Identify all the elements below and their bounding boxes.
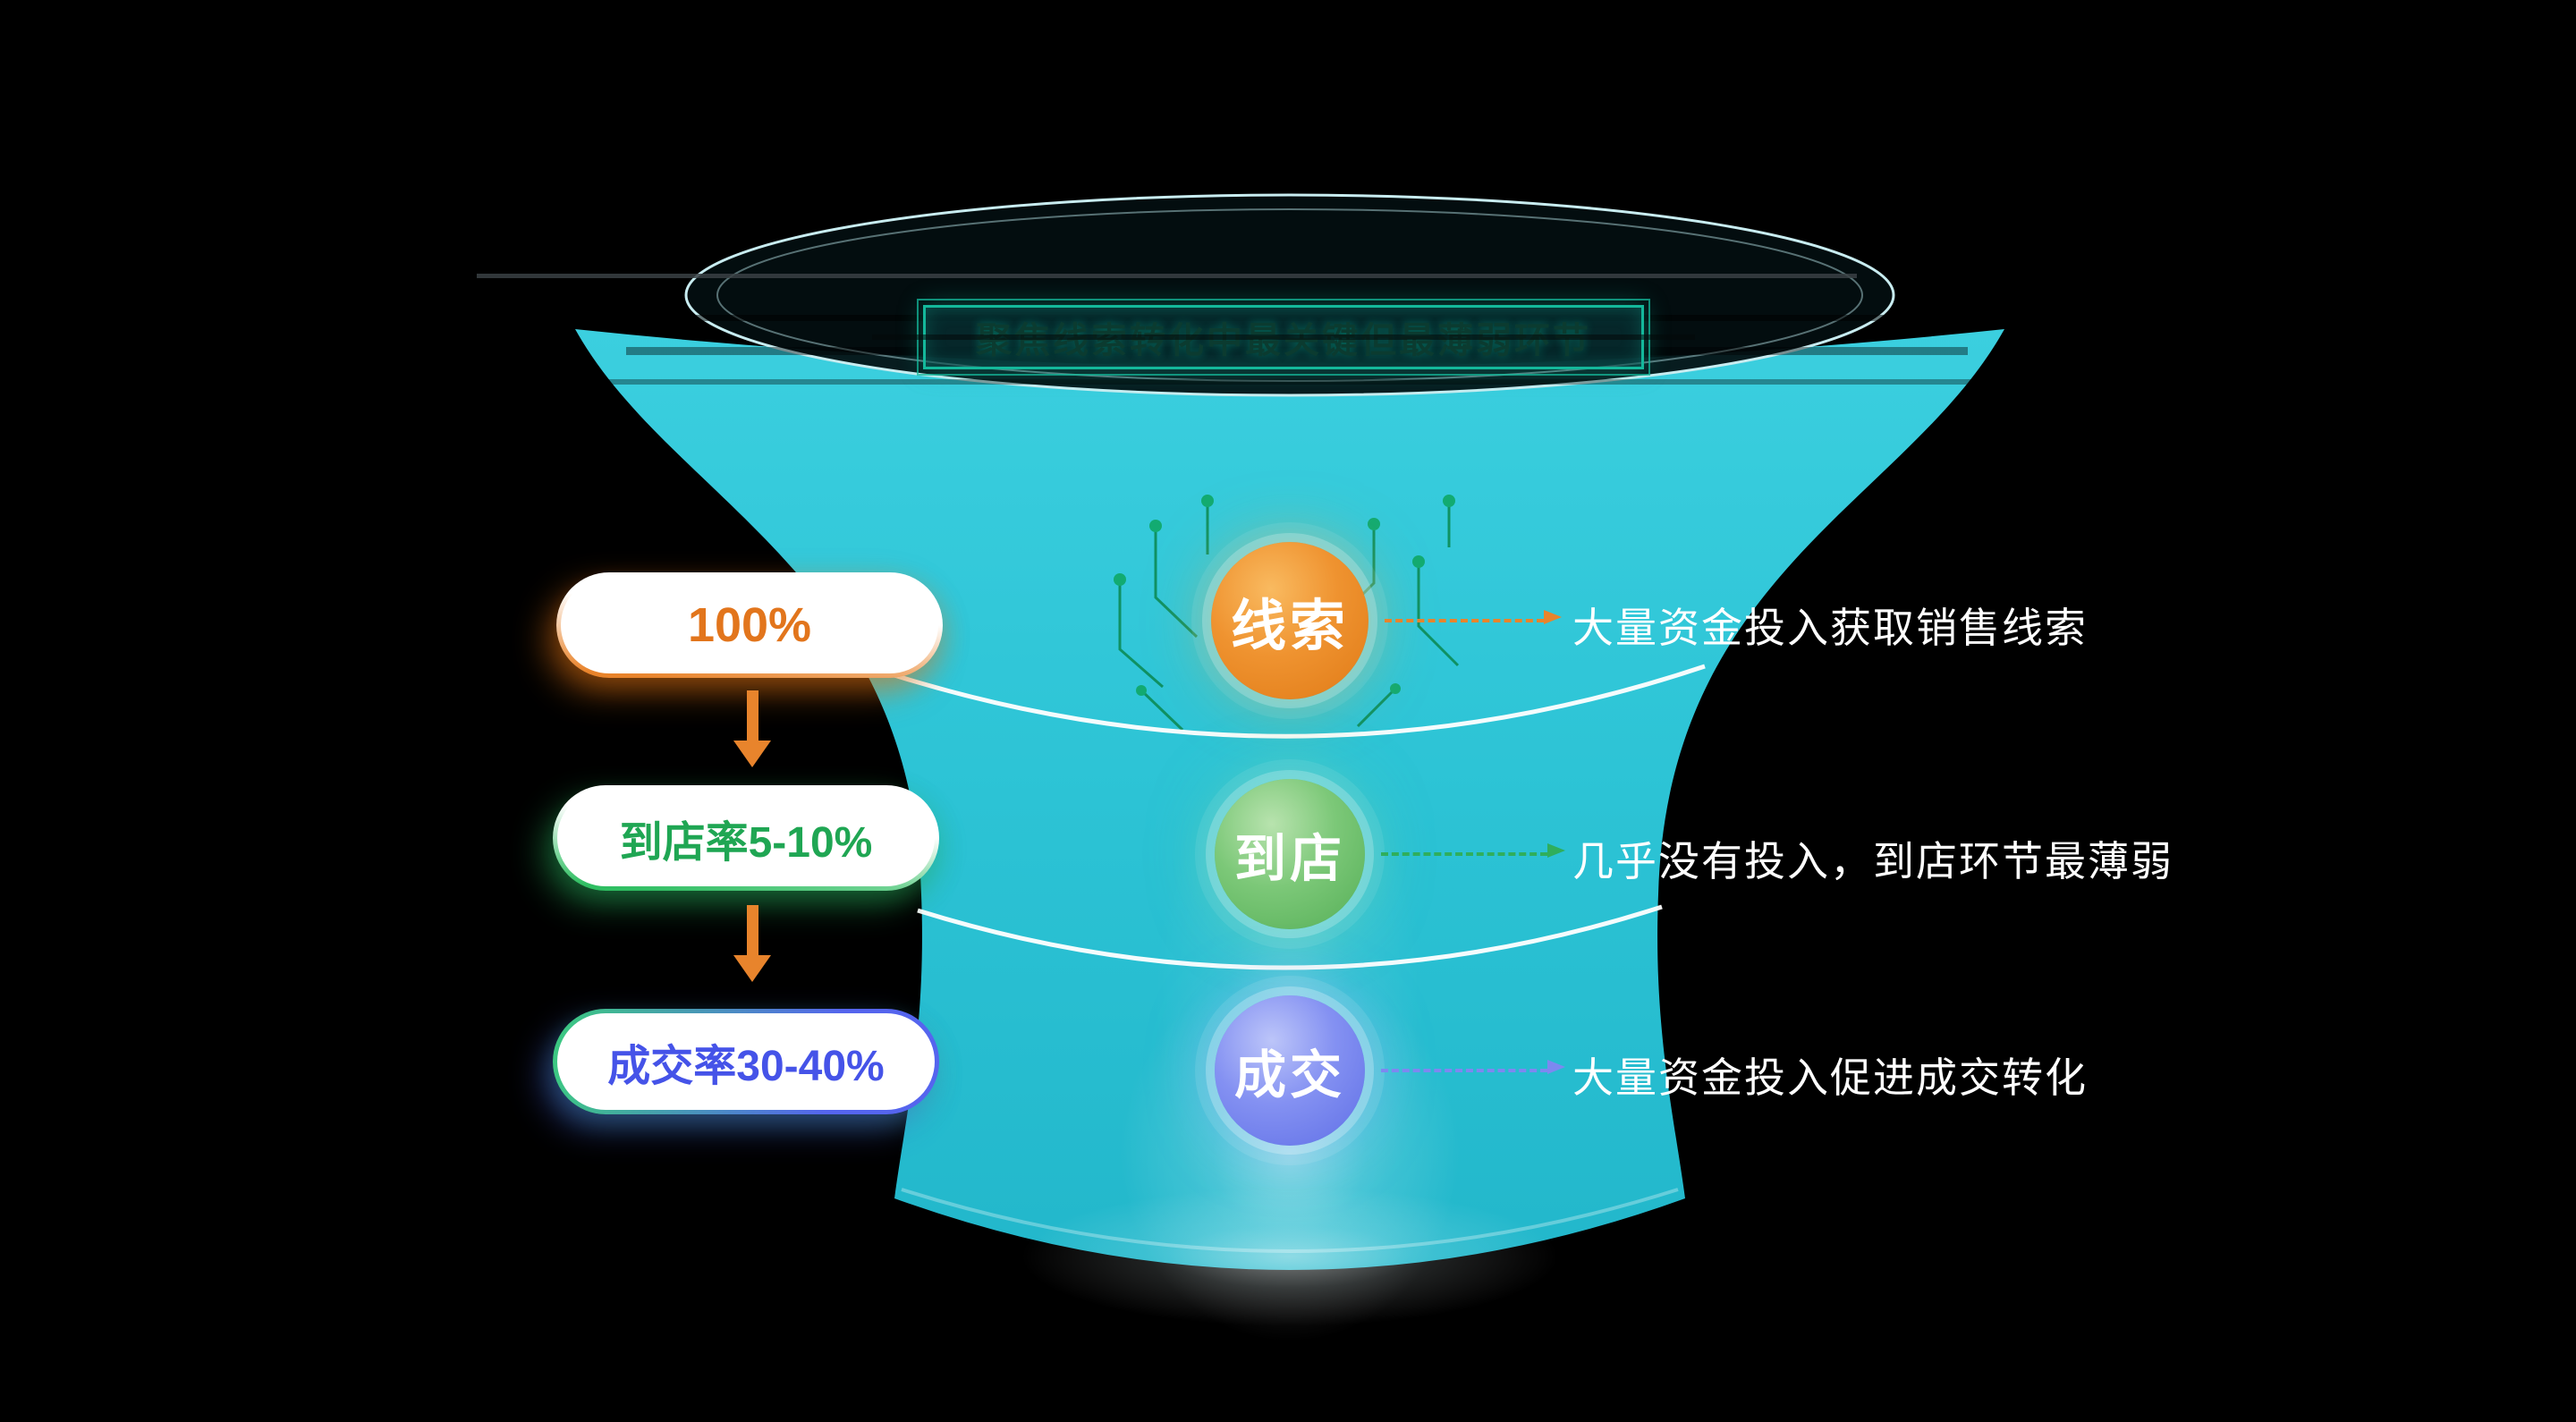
down-arrow-icon	[733, 905, 772, 982]
annotation-deal: 大量资金投入促进成交转化	[1572, 1054, 2088, 1101]
down-arrow-shaft	[746, 690, 758, 741]
dashed-line	[1381, 852, 1547, 856]
annotation-store-visit: 几乎没有投入，到店环节最薄弱	[1572, 838, 2174, 885]
stage-circle-leads: 线索	[1211, 542, 1368, 699]
annotation-leads: 大量资金投入获取销售线索	[1572, 605, 2088, 651]
dashed-line	[1385, 619, 1544, 622]
stage-circle-store-visit: 到店	[1215, 779, 1365, 929]
stage-circle-deal: 成交	[1215, 995, 1365, 1146]
dashed-arrow-icon-deal	[1381, 1060, 1565, 1074]
down-arrow-head	[733, 741, 771, 767]
dashed-arrow-icon-store-visit	[1381, 843, 1565, 858]
arrowhead-icon	[1544, 610, 1562, 624]
rate-pill-store-visit-label: 到店率5-10%	[557, 790, 935, 886]
title-text: 聚焦线索转化中最关键但最薄弱环节	[976, 321, 1591, 360]
arrowhead-icon	[1547, 843, 1565, 858]
rate-pill-leads-label: 100%	[561, 577, 938, 673]
rate-pill-leads: 100%	[556, 572, 943, 678]
stage-circle-leads-label: 线索	[1230, 596, 1349, 657]
down-arrow-shaft	[746, 905, 758, 955]
dashed-line	[1381, 1069, 1547, 1072]
arrowhead-icon	[1547, 1060, 1565, 1074]
down-arrow-head	[733, 955, 771, 982]
down-arrow-icon	[733, 690, 772, 767]
rate-pill-store-visit: 到店率5-10%	[553, 785, 939, 891]
rate-pill-deal: 成交率30-40%	[553, 1009, 939, 1114]
stage-circle-store-visit-label: 到店	[1233, 830, 1345, 888]
rate-pill-deal-label: 成交率30-40%	[557, 1013, 935, 1110]
dashed-arrow-icon-leads	[1385, 610, 1562, 624]
title-banner: 聚焦线索转化中最关键但最薄弱环节	[872, 299, 1695, 376]
funnel-divider-arcs	[874, 664, 1706, 1253]
stage-circle-deal-label: 成交	[1233, 1046, 1345, 1105]
circuit-pattern	[1114, 495, 1460, 732]
